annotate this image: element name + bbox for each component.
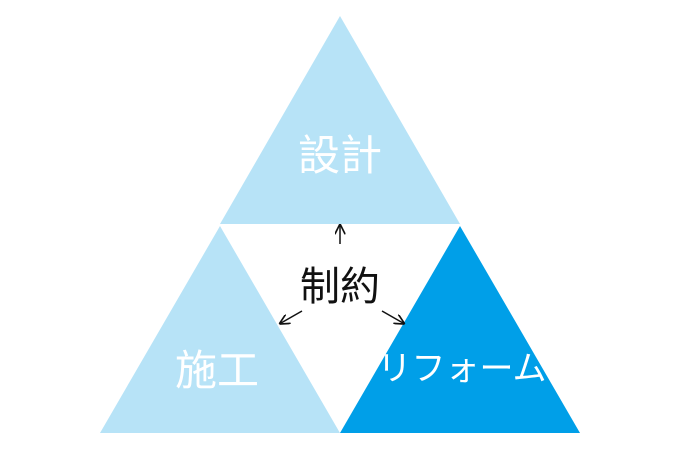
arrow-left: [281, 310, 303, 323]
left-triangle: [100, 226, 340, 433]
top-triangle: [220, 16, 460, 224]
center-label: 制約: [300, 264, 380, 310]
right-triangle: [340, 226, 580, 433]
top-label: 設計: [298, 131, 382, 180]
right-label: リフォーム: [378, 349, 547, 389]
left-label: 施工: [175, 346, 259, 395]
arrow-right: [381, 310, 403, 323]
